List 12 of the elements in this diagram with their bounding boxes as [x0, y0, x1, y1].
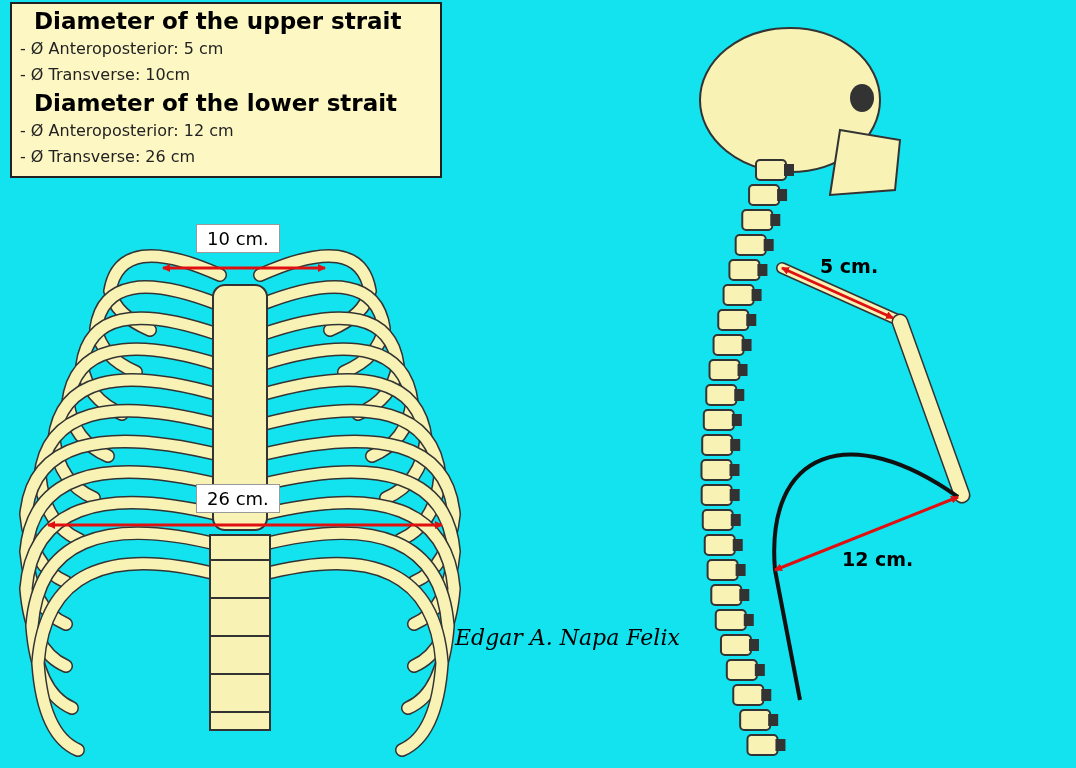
info-panel — [10, 2, 442, 178]
list-item: - Ø Transverse: 10cm — [20, 64, 192, 86]
list-item: - Ø Anteroposterior: 5 cm — [20, 38, 225, 60]
measurement-label: 5 cm. — [820, 255, 879, 277]
list-item: - Ø Transverse: 26 cm — [20, 146, 197, 168]
list-item: - Ø Anteroposterior: 12 cm — [20, 120, 235, 142]
measurement-label: 12 cm. — [842, 548, 914, 570]
measurement-label: 26 cm. — [196, 484, 280, 513]
section-heading: Diameter of the upper strait — [34, 7, 403, 36]
section-heading: Diameter of the lower strait — [34, 89, 399, 118]
measurement-label: 10 cm. — [196, 224, 280, 253]
signature: Edgar A. Napa Felix — [455, 625, 680, 650]
